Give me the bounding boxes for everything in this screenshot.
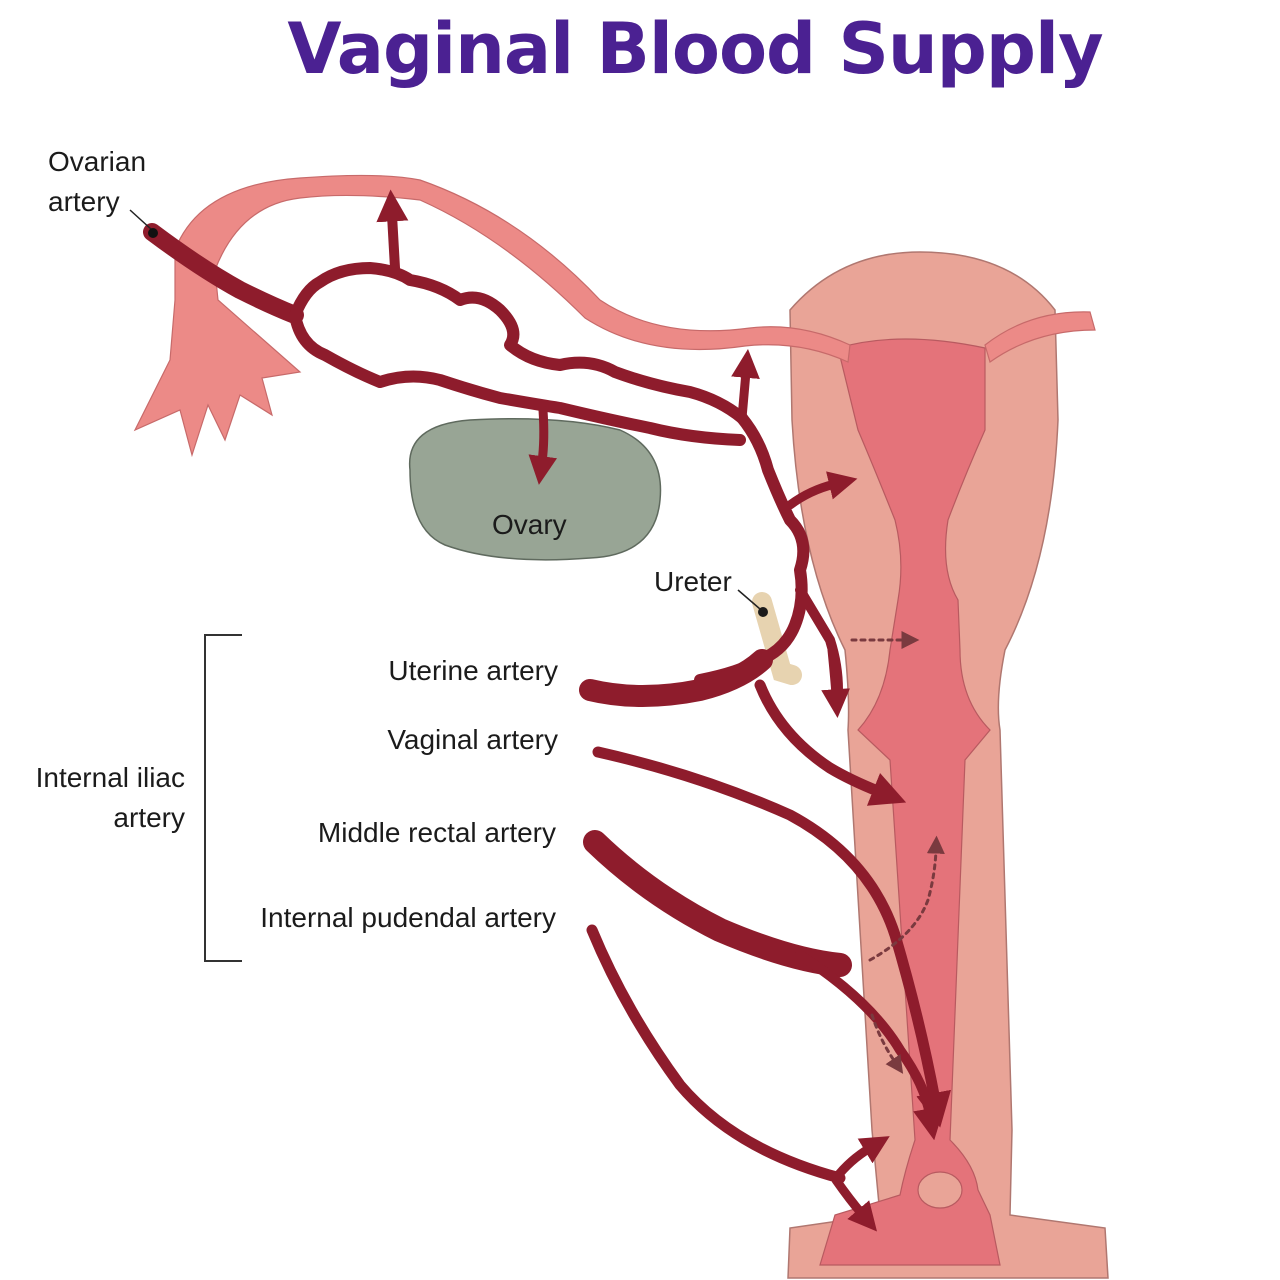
fallopian-tube-right bbox=[984, 311, 1096, 363]
label-middle-rectal-artery: Middle rectal artery bbox=[317, 817, 556, 848]
label-ovary: Ovary bbox=[492, 509, 567, 540]
ovary-shape bbox=[408, 418, 662, 561]
pudendal-branch-lower bbox=[831, 1175, 877, 1232]
page-title: Vaginal Blood Supply bbox=[287, 8, 1103, 90]
ascending-uterine-artery bbox=[694, 412, 810, 686]
branch-cervix-arrow bbox=[821, 645, 850, 718]
middle-rectal-branch bbox=[795, 950, 945, 1141]
label-ovarian-artery-1: Ovarian bbox=[48, 146, 147, 177]
internal-iliac-bracket bbox=[204, 634, 242, 962]
label-ovarian-artery-2: artery bbox=[48, 186, 120, 217]
dotted-arrow-vagina-upper bbox=[868, 835, 945, 962]
branch-to-ovary bbox=[528, 405, 558, 485]
uterine-cavity bbox=[819, 338, 1001, 1266]
label-ureter: Ureter bbox=[654, 566, 732, 597]
label-vaginal-artery: Vaginal artery bbox=[387, 724, 558, 755]
fallopian-tube-left bbox=[133, 174, 851, 458]
ovarian-leader-line bbox=[129, 209, 153, 231]
ureter-marker bbox=[758, 607, 768, 617]
label-internal-iliac-1: Internal iliac bbox=[35, 762, 185, 793]
ureter-leader-line bbox=[737, 589, 761, 610]
ovarian-upper-branch bbox=[289, 262, 748, 424]
ovarian-artery bbox=[143, 223, 304, 324]
ureter-shape bbox=[752, 592, 802, 685]
label-internal-pudendal-artery: Internal pudendal artery bbox=[260, 902, 556, 933]
dotted-arrow-vagina-lower bbox=[870, 1013, 904, 1074]
uterine-to-vagina-branch bbox=[754, 679, 907, 806]
uterine-artery-vessel bbox=[579, 649, 773, 707]
branch-to-uterus-fundus bbox=[785, 471, 858, 510]
ovarian-lower-branch bbox=[289, 309, 746, 446]
vaginal-artery-vessel bbox=[592, 746, 952, 1128]
cervix-os bbox=[917, 1171, 963, 1209]
branch-up-tube bbox=[731, 349, 760, 423]
internal-pudendal-artery-vessel bbox=[586, 924, 846, 1184]
label-uterine-artery: Uterine artery bbox=[388, 655, 558, 686]
ovarian-leader-dot bbox=[148, 228, 158, 238]
pudendal-branch-upper bbox=[831, 1136, 890, 1183]
branch-to-tube bbox=[376, 189, 409, 273]
label-internal-iliac-2: artery bbox=[113, 802, 185, 833]
middle-rectal-artery-vessel bbox=[583, 830, 852, 977]
